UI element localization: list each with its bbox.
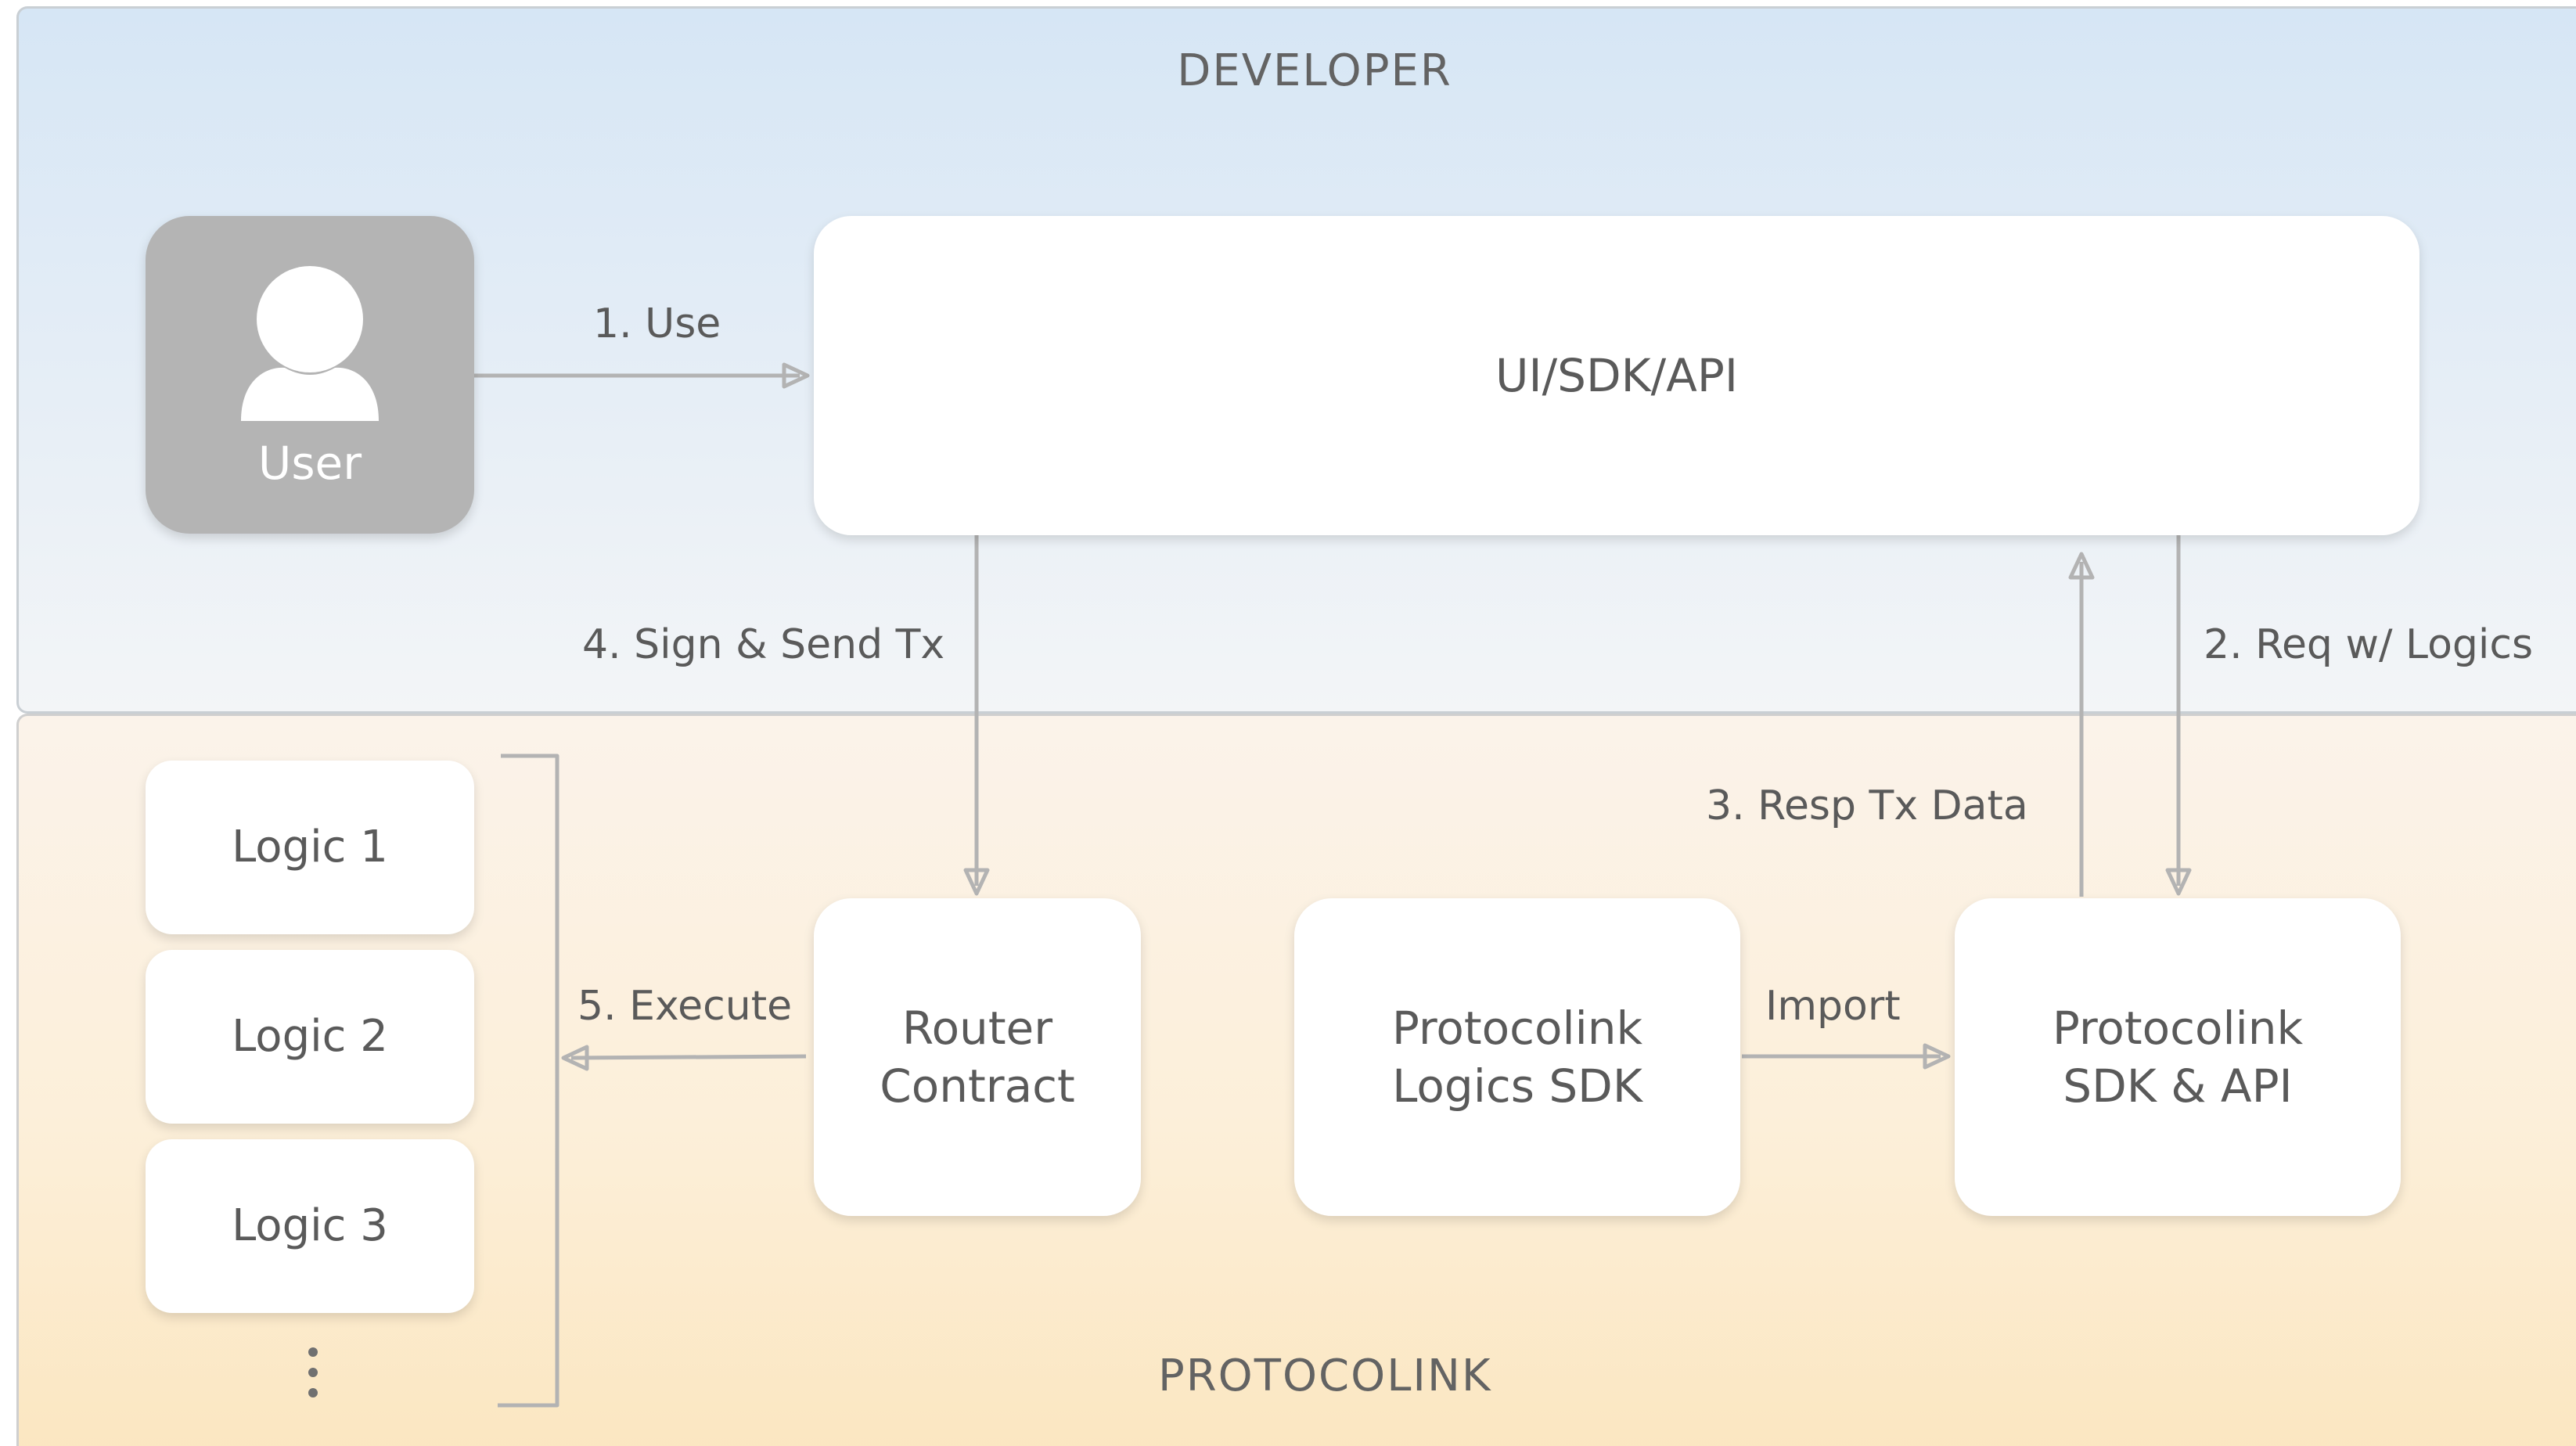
edge-sign-send-label: 4. Sign & Send Tx [582, 621, 945, 668]
user-label: User [257, 437, 362, 490]
logic-2-node: Logic 2 [146, 950, 474, 1124]
protocolink-logics-sdk-node: Protocolink Logics SDK [1294, 898, 1740, 1216]
router-contract-node: Router Contract [814, 898, 1141, 1216]
edge-req-arrowhead [2165, 868, 2192, 896]
edge-import-label: Import [1765, 983, 1901, 1030]
ui-sdk-api-node: UI/SDK/API [814, 216, 2419, 535]
edge-execute-label: 5. Execute [577, 983, 793, 1030]
edge-sign-send-arrowhead [963, 868, 990, 896]
logic-1-node: Logic 1 [146, 761, 474, 934]
edge-use-arrowhead [782, 362, 810, 389]
edge-execute-arrowhead [561, 1045, 589, 1071]
user-silhouette-icon [241, 266, 379, 421]
vertical-ellipsis-icon [308, 1347, 318, 1397]
protocolink-zone-title: PROTOCOLINK [1158, 1351, 1492, 1401]
edge-resp-arrowhead [2068, 552, 2095, 580]
protocolink-sdk-api-node: Protocolink SDK & API [1955, 898, 2401, 1216]
user-node: User [146, 216, 474, 534]
edge-use-label: 1. Use [593, 300, 721, 347]
logic-group-bracket [498, 754, 559, 1408]
logic-3-node: Logic 3 [146, 1139, 474, 1313]
edge-req-label: 2. Req w/ Logics [2204, 621, 2534, 668]
edge-resp-label: 3. Resp Tx Data [1706, 782, 2028, 829]
edge-import-arrowhead [1923, 1043, 1951, 1070]
edge-execute-line [570, 1054, 807, 1060]
developer-zone-title: DEVELOPER [1177, 45, 1452, 96]
